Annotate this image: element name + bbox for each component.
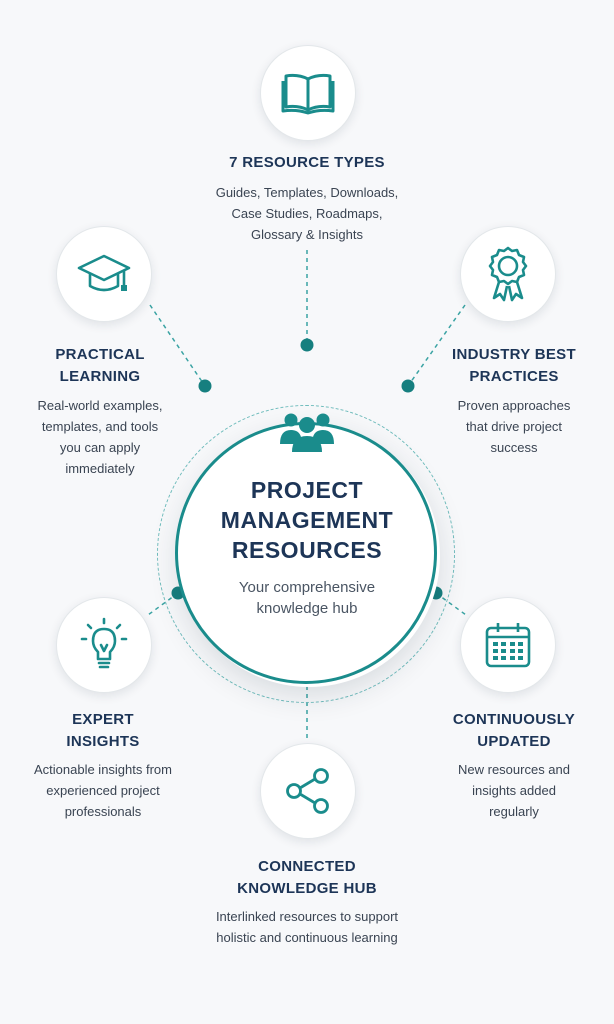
hub-subtitle: Your comprehensive knowledge hub — [190, 577, 424, 619]
title-line: CONTINUOUSLY — [452, 711, 576, 728]
connector-dot-upper-left — [198, 379, 212, 393]
calendar-icon — [484, 621, 532, 669]
connector-upper-left — [149, 304, 206, 387]
desc-line: Real-world examples, — [37, 398, 163, 413]
continuously-updated-icon-badge — [460, 597, 556, 693]
central-hub — [175, 422, 437, 684]
connected-hub-description: Interlinked resources to support holisti… — [137, 906, 477, 948]
hub-title-line: MANAGEMENT — [220, 507, 394, 533]
desc-line: you can apply — [59, 440, 141, 455]
continuously-updated-description: New resources and insights added regular… — [424, 759, 604, 822]
desc-line: that drive project — [465, 419, 563, 434]
desc-line: holistic and continuous learning — [216, 930, 398, 945]
desc-line: Proven approaches — [457, 398, 571, 413]
title-line: EXPERT — [72, 711, 134, 728]
desc-line: regularly — [489, 804, 539, 819]
title-line: KNOWLEDGE HUB — [237, 880, 377, 897]
expert-insights-description: Actionable insights from experienced pro… — [20, 759, 186, 822]
desc-line: Glossary & Insights — [251, 227, 363, 242]
desc-line: Actionable insights from — [33, 762, 172, 777]
lightbulb-icon — [80, 617, 128, 673]
resource-types-description: Guides, Templates, Downloads, Case Studi… — [157, 182, 457, 245]
title-line: LEARNING — [59, 368, 141, 385]
share-nodes-icon — [283, 766, 333, 816]
desc-line: Case Studies, Roadmaps, — [231, 206, 383, 221]
title-line: INDUSTRY BEST — [452, 346, 576, 363]
connector-dot-top — [300, 338, 314, 352]
hub-title-line: RESOURCES — [231, 537, 383, 563]
people-group-icon — [278, 410, 336, 459]
industry-best-practices-title: INDUSTRY BEST PRACTICES — [434, 344, 594, 388]
desc-line: insights added — [472, 783, 556, 798]
open-book-icon — [281, 71, 335, 115]
title-line: PRACTICES — [469, 368, 559, 385]
desc-line: Guides, Templates, Downloads, — [215, 185, 399, 200]
connector-upper-right — [407, 304, 466, 387]
hub-title-line: PROJECT — [250, 477, 364, 503]
desc-line: success — [490, 440, 538, 455]
connected-hub-title: CONNECTED KNOWLEDGE HUB — [157, 856, 457, 900]
connector-lower-left — [147, 592, 179, 616]
title-line: CONNECTED — [258, 858, 356, 875]
industry-best-practices-icon-badge — [460, 226, 556, 322]
title-line: INSIGHTS — [66, 733, 140, 750]
connector-lower-right — [435, 592, 467, 616]
hub-dashed-ring — [157, 405, 455, 703]
expert-insights-title: EXPERT INSIGHTS — [20, 709, 186, 753]
resource-types-title: 7 RESOURCE TYPES — [157, 152, 457, 174]
hub-title: PROJECT MANAGEMENT RESOURCES — [180, 475, 434, 565]
practical-learning-description: Real-world examples, templates, and tool… — [20, 395, 180, 479]
award-ribbon-icon — [485, 246, 531, 302]
desc-line: professionals — [64, 804, 142, 819]
graduation-cap-icon — [76, 252, 132, 296]
title-line: UPDATED — [477, 733, 551, 750]
desc-line: experienced project — [46, 783, 160, 798]
title-line: 7 RESOURCE TYPES — [229, 154, 385, 171]
industry-best-practices-description: Proven approaches that drive project suc… — [434, 395, 594, 458]
continuously-updated-title: CONTINUOUSLY UPDATED — [424, 709, 604, 753]
connector-dot-upper-right — [401, 379, 415, 393]
hub-subtitle-line: knowledge hub — [256, 600, 358, 617]
title-line: PRACTICAL — [55, 346, 145, 363]
desc-line: immediately — [65, 461, 135, 476]
practical-learning-icon-badge — [56, 226, 152, 322]
hub-subtitle-line: Your comprehensive — [238, 579, 376, 596]
expert-insights-icon-badge — [56, 597, 152, 693]
desc-line: Interlinked resources to support — [215, 909, 399, 924]
connected-hub-icon-badge — [260, 743, 356, 839]
desc-line: New resources and — [458, 762, 570, 777]
desc-line: templates, and tools — [41, 419, 159, 434]
resource-types-icon-badge — [260, 45, 356, 141]
practical-learning-title: PRACTICAL LEARNING — [20, 344, 180, 388]
